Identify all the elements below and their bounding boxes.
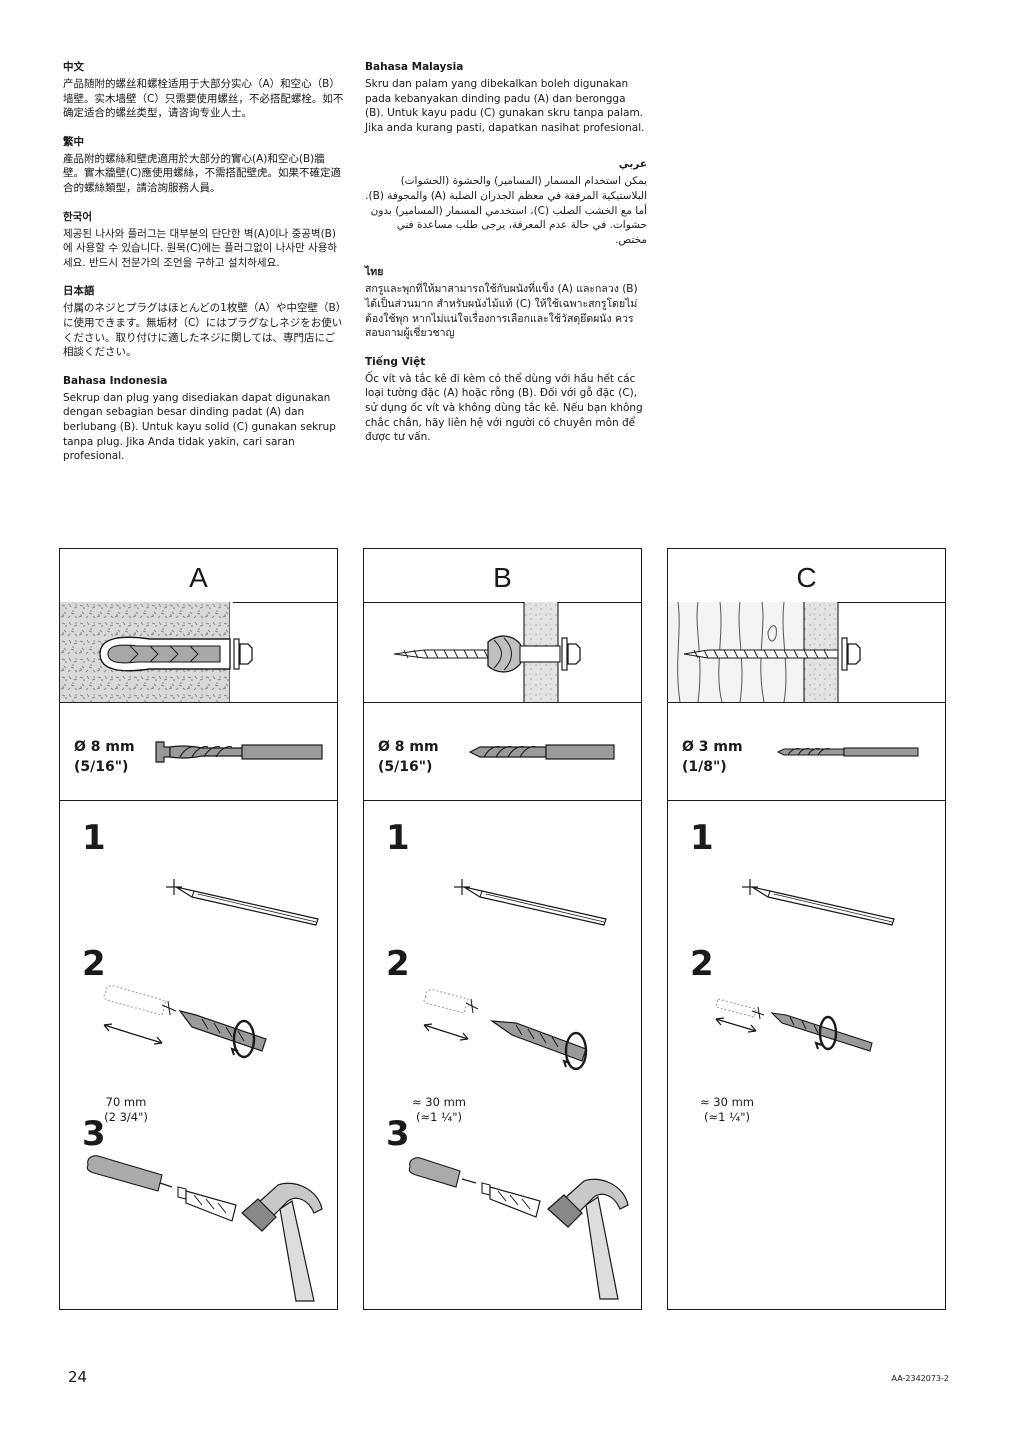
drill-depth-imperial: (≈1 ¼")	[703, 1110, 751, 1124]
step-number: 2	[386, 944, 410, 984]
screw-icon	[393, 649, 505, 659]
panel-letter: A	[60, 549, 337, 603]
step-number: 1	[82, 818, 106, 858]
hammer-icon	[241, 1182, 323, 1302]
section-body: 產品附的螺絲和壁虎適用於大部分的實心(A)和空心(B)牆壁。實木牆壁(C)應使用…	[63, 152, 342, 194]
section-heading: 繁中	[63, 135, 84, 148]
section-zh-tw: 繁中 產品附的螺絲和壁虎適用於大部分的實心(A)和空心(B)牆壁。實木牆壁(C)…	[63, 135, 345, 196]
steps-area: 1 2 ≈ 30 mm (≈1 ¼") 3	[364, 801, 641, 1309]
drill-depth-metric: ≈ 30 mm	[412, 1095, 466, 1109]
hammering-illustration	[86, 1155, 323, 1302]
section-heading: 한국어	[63, 210, 92, 223]
panel-letter: C	[668, 549, 945, 603]
drill-size-imperial: (1/8")	[682, 759, 727, 775]
page-number: 24	[68, 1368, 88, 1386]
drill-depth-imperial: (2 3/4")	[104, 1110, 148, 1124]
wall-illustration	[364, 602, 641, 703]
drill-size-row: Ø 3 mm (1/8")	[668, 703, 945, 801]
section-heading: ไทย	[365, 266, 384, 279]
text-column-right: Bahasa Malaysia Skru dan palam yang dibe…	[365, 60, 647, 459]
section-ar: عربي يمكن استخدام المسمار (المسامير) وال…	[365, 157, 647, 247]
plug-icon	[715, 998, 757, 1018]
section-heading: عربي	[618, 158, 647, 171]
drill-bit-icon	[468, 744, 615, 760]
drill-bit-icon	[155, 741, 323, 763]
panel-hollow-wall: B Ø 8 mm (5/16")	[363, 548, 642, 1310]
steps-area: 1 2 ≈ 30 mm (≈1 ¼")	[668, 801, 945, 1309]
drill-size-row: Ø 8 mm (5/16")	[364, 703, 641, 801]
section-id: Bahasa Indonesia Sekrup dan plug yang di…	[63, 374, 345, 464]
section-heading: Tiếng Việt	[365, 355, 426, 368]
drill-size-row: Ø 8 mm (5/16")	[60, 703, 337, 801]
wall-anchor-icon	[487, 635, 581, 673]
panel-solid-wood: C Ø 3 mm (1/8") 1	[667, 548, 946, 1310]
section-body: يمكن استخدام المسمار (المسامير) والحشوة …	[365, 175, 647, 246]
drilling-illustration	[423, 989, 588, 1071]
section-ja: 日本語 付属のネジとプラグはほとんどの1枚壁（A）や中空壁（B）に使用できます。…	[63, 284, 345, 359]
drill-size-metric: Ø 3 mm	[682, 739, 743, 755]
plug-icon	[103, 985, 167, 1016]
wall-illustration	[60, 602, 337, 703]
drill-size-metric: Ø 8 mm	[378, 739, 439, 755]
step-number: 1	[690, 818, 714, 858]
step-number: 3	[386, 1114, 410, 1154]
section-vi: Tiếng Việt Ốc vít và tắc kê đi kèm có th…	[365, 355, 647, 445]
drilling-illustration	[715, 998, 873, 1052]
section-body: Ốc vít và tắc kê đi kèm có thể dùng với …	[365, 372, 643, 444]
step-number: 2	[690, 944, 714, 984]
section-heading: Bahasa Malaysia	[365, 61, 464, 73]
section-body: 产品随附的螺丝和螺栓适用于大部分实心（A）和空心（B）墙壁。实木墙壁（C）只需要…	[63, 78, 344, 120]
drill-size-metric: Ø 8 mm	[74, 739, 135, 755]
plug-icon	[423, 989, 469, 1014]
section-zh-cn: 中文 产品随附的螺丝和螺栓适用于大部分实心（A）和空心（B）墙壁。实木墙壁（C）…	[63, 60, 345, 121]
step-number: 2	[82, 944, 106, 984]
section-body: Skru dan palam yang dibekalkan boleh dig…	[365, 78, 645, 134]
section-body: Sekrup dan plug yang disediakan dapat di…	[63, 391, 336, 463]
drill-size-imperial: (5/16")	[74, 759, 129, 775]
steps-area: 1 2 70 mm (2 3/4") 3	[60, 801, 337, 1309]
step-number: 3	[82, 1114, 106, 1154]
section-body: 제공된 나사와 플러그는 대부분의 단단한 벽(A)이나 중공벽(B)에 사용할…	[63, 227, 338, 269]
pencil-icon	[454, 879, 607, 926]
wall-illustration	[668, 601, 945, 703]
section-heading: 中文	[63, 61, 84, 73]
section-ko: 한국어 제공된 나사와 플러그는 대부분의 단단한 벽(A)이나 중공벽(B)에…	[63, 210, 345, 271]
wall-anchor-icon	[99, 636, 253, 672]
panel-letter: B	[364, 549, 641, 603]
section-ms: Bahasa Malaysia Skru dan palam yang dibe…	[365, 60, 647, 135]
hammer-icon	[547, 1178, 629, 1300]
step-number: 1	[386, 818, 410, 858]
panel-solid-wall: A Ø 8 mm (5/16") 1	[59, 548, 338, 1310]
drill-depth-metric: ≈ 30 mm	[700, 1095, 754, 1109]
drill-size-imperial: (5/16")	[378, 759, 433, 775]
drill-depth-imperial: (≈1 ¼")	[415, 1110, 463, 1124]
drill-depth-metric: 70 mm	[105, 1095, 147, 1109]
pencil-icon	[742, 879, 895, 926]
section-th: ไทย สกรูและพุกที่ให้มาสามารถใช้กับผนังที…	[365, 265, 647, 340]
screw-icon	[683, 637, 861, 671]
section-body: สกรูและพุกที่ให้มาสามารถใช้กับผนังที่แข็…	[365, 283, 638, 340]
text-column-left: 中文 产品随附的螺丝和螺栓适用于大部分实心（A）和空心（B）墙壁。实木墙壁（C）…	[63, 60, 345, 478]
drilling-illustration	[103, 985, 267, 1059]
document-id: AA-2342073-2	[891, 1374, 949, 1383]
section-body: 付属のネジとプラグはほとんどの1枚壁（A）や中空壁（B）に使用できます。無垢材（…	[63, 302, 343, 359]
drill-bit-icon	[776, 747, 919, 757]
section-heading: Bahasa Indonesia	[63, 374, 168, 387]
hammering-illustration	[408, 1157, 629, 1300]
pencil-icon	[166, 879, 319, 926]
section-heading: 日本語	[63, 285, 95, 298]
